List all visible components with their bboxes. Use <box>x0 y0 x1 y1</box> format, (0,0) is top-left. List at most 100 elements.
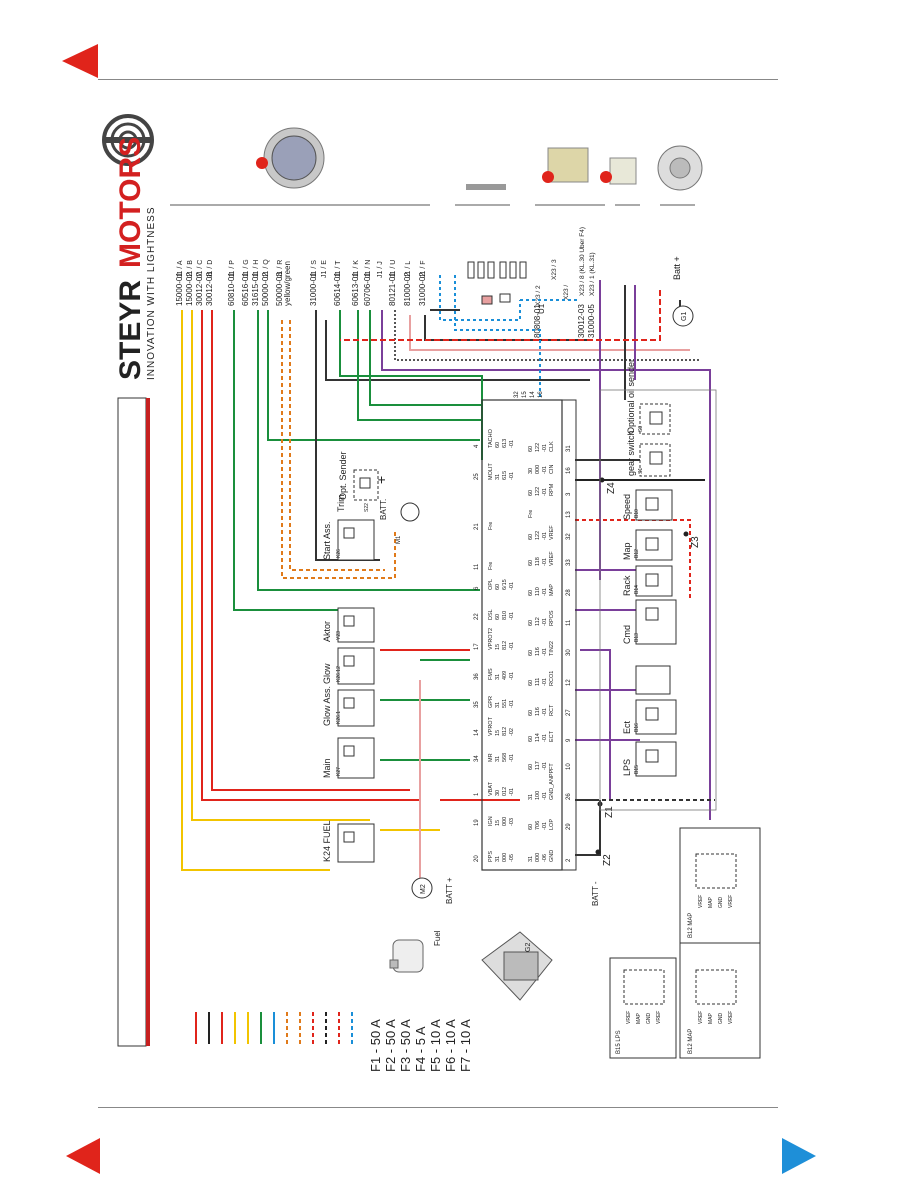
ecu-bottom-label: 122 <box>535 487 541 496</box>
ecu-pin-label: -05 <box>509 854 515 862</box>
ecu-pin-label: -01 <box>509 700 515 708</box>
junction-dot <box>595 849 601 855</box>
top-rule <box>98 79 778 80</box>
connector-pin: J1 / D <box>207 260 214 278</box>
inset-pin: GND <box>646 1013 652 1025</box>
ecu-pin-label: 812 <box>502 727 508 736</box>
bottom-rule <box>98 1107 778 1108</box>
node-label: Z2 <box>602 854 613 866</box>
sensor-ref: S3 <box>638 426 644 432</box>
sensor-name: Map <box>622 542 632 560</box>
ecu-bottom-label: 60 <box>528 534 534 540</box>
fuel-label: Fuel <box>433 930 442 946</box>
ecu-pin-number: 14 <box>474 729 480 736</box>
sensor-element <box>649 411 663 425</box>
ecu-pin-label: 615 <box>502 471 508 480</box>
ecu-bottom-label: 114 <box>535 733 541 742</box>
connector-code: 31000-02 <box>418 272 427 306</box>
fuse-entry: F4 - 5 A <box>413 1026 428 1072</box>
ecu-pin-number: 25 <box>474 473 480 480</box>
connector-pin: J1 / R <box>277 260 284 278</box>
sensor-box-b17 <box>635 665 671 695</box>
ecu-bottom-label: 60 <box>528 560 534 566</box>
ecu-bottom-label: 60 <box>528 620 534 626</box>
ecu-bottom-label: GND <box>549 850 555 862</box>
ecu-pin-label: -03 <box>509 818 515 826</box>
sensor-ref: B10 <box>634 509 640 518</box>
ecu-pin-label: -01 <box>509 672 515 680</box>
relay-ref: K26 <box>336 549 342 558</box>
next-page-button[interactable] <box>782 1138 816 1174</box>
ecu-pin-number: 34 <box>474 755 480 762</box>
ecu-bottom-label: -01 <box>542 734 548 742</box>
x23-pin: X23 / 8 (KL.30 Uber F4) <box>579 227 586 296</box>
inset-pin: VREF <box>656 1011 662 1024</box>
inset-pin: MAP <box>708 1013 714 1025</box>
connector-pin: J1 / T <box>335 260 342 278</box>
ecu-bottom-label: LOP <box>549 819 555 830</box>
ecu-pin-number: 11 <box>474 563 480 570</box>
fuel-filter-drawing: Fuel <box>389 930 442 973</box>
ecu-pin-number: 6 <box>474 586 480 590</box>
x23-pin: X23 / <box>563 285 570 300</box>
sensor-name: Optional oil sender <box>626 359 636 434</box>
inset-sensor-box <box>695 969 737 1005</box>
ecu-pin-label: 30 <box>495 790 501 796</box>
ecu-pin-label: Fre <box>488 562 494 570</box>
ecu-bottom-label: 122 <box>535 443 541 452</box>
connector-pin: J1 / Q <box>263 259 270 278</box>
ecu-pin-number: 17 <box>474 643 480 650</box>
ecu-pin-label: -01 <box>509 472 515 480</box>
ecu-bottom-pin: 32 <box>566 533 572 540</box>
connector-code: 60613-01 <box>351 272 360 306</box>
connector-pin: J1 / S <box>311 260 318 278</box>
ecu-bottom-label: 112 <box>535 617 541 626</box>
ecu-pin-label: 613 <box>502 439 508 448</box>
prev-page-button[interactable] <box>62 44 98 78</box>
ecu-bottom-pin: 26 <box>566 793 572 800</box>
ecu-bottom-label: 122 <box>535 531 541 540</box>
inset-pin: VREF <box>698 1011 704 1024</box>
ecu-bottom-label: 60 <box>528 446 534 452</box>
ecu-pin-label: 409 <box>502 671 508 680</box>
ecu-side-rail <box>561 399 577 871</box>
sensor-photo-2 <box>600 157 637 185</box>
ecu-bottom-label: -01 <box>542 532 548 540</box>
batt-minus-label: BATT - <box>591 881 600 906</box>
ecu-pin-label: 31 <box>495 702 501 708</box>
connector-pin: J1 / L <box>405 261 412 278</box>
prev-page-button-bottom[interactable] <box>66 1138 100 1174</box>
relay-box <box>337 823 375 863</box>
inset-pin: MAP <box>708 897 714 909</box>
ecu-pin-label: VPROT2 <box>488 628 494 650</box>
ecu-bottom-pin: 29 <box>566 823 572 830</box>
ecu-bottom-label: -01 <box>542 466 548 474</box>
ecu-bottom-pin: 13 <box>566 511 572 518</box>
relay-name: Opt. Sender <box>338 451 348 500</box>
ecu-pin-label: 31 <box>495 756 501 762</box>
connector-code: 60516-01 <box>241 272 250 306</box>
inset-title: B15 LPS <box>616 1030 622 1054</box>
node-label: Z4 <box>606 482 617 494</box>
inset-pin: VREF <box>698 895 704 908</box>
junction-dot <box>683 531 689 537</box>
sensor-name: LPS <box>622 759 632 776</box>
ecu-pin-label: MOLIT <box>488 463 494 480</box>
sensor-box <box>635 529 673 561</box>
ecu-pin-label: 6/15 <box>502 579 508 590</box>
connector-pin: J1 / J <box>377 261 384 278</box>
ecu-top-pin: 15 <box>522 391 528 398</box>
ecu-bottom-label: 117 <box>535 761 541 770</box>
brand-tagline: INNOVATION WITH LIGHTNESS <box>146 206 157 380</box>
ecu-bottom-pin: 33 <box>566 559 572 566</box>
sensor-name: Speed <box>622 494 632 520</box>
relay-coil <box>343 745 355 757</box>
batt-plus-caps-label: BATT + <box>445 877 454 904</box>
relay-name: Start Ass. <box>322 521 332 560</box>
sensor-name: Ect <box>622 720 632 734</box>
connector-pin: J1 / N <box>365 260 372 278</box>
